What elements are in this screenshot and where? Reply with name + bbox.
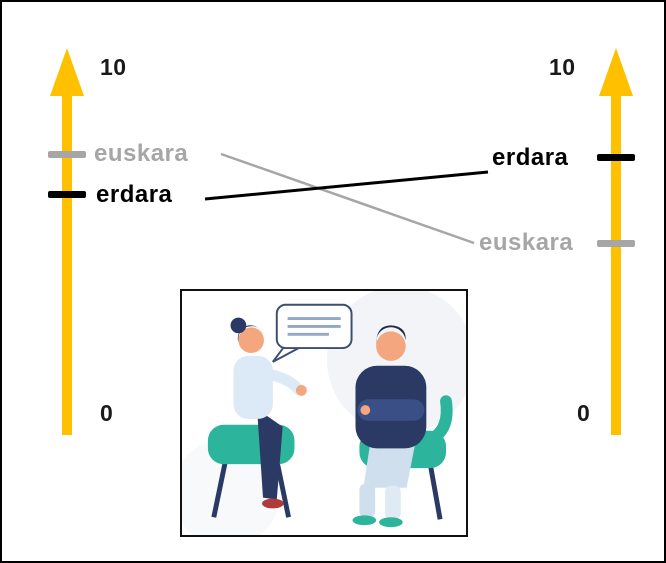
man-figure-icon: [352, 325, 427, 528]
right-axis-max-label: 10: [549, 54, 576, 80]
woman-figure-icon: [230, 317, 307, 509]
left-erdara-label: erdara: [96, 181, 173, 208]
right-erdara-label: erdara: [492, 144, 569, 171]
left-euskara-tick: [48, 151, 86, 158]
erdara-connector-line: [204, 170, 489, 201]
left-erdara-tick: [48, 191, 86, 198]
euskara-connector-line: [220, 152, 475, 245]
left-scale-arrow: [50, 48, 84, 435]
speech-bubble-icon: [272, 303, 353, 363]
right-erdara-tick: [597, 154, 635, 161]
right-arrowhead-icon: [599, 48, 633, 96]
right-euskara-label: euskara: [479, 229, 574, 256]
right-scale-arrow: [599, 48, 633, 435]
left-arrowhead-icon: [50, 48, 84, 96]
right-axis-min-label: 0: [577, 400, 591, 426]
left-euskara-label: euskara: [94, 140, 189, 167]
conversation-illustration-svg: [182, 291, 466, 535]
left-axis-min-label: 0: [100, 400, 114, 426]
conversation-illustration: [180, 289, 468, 537]
right-euskara-tick: [597, 240, 635, 247]
left-axis-max-label: 10: [100, 54, 127, 80]
